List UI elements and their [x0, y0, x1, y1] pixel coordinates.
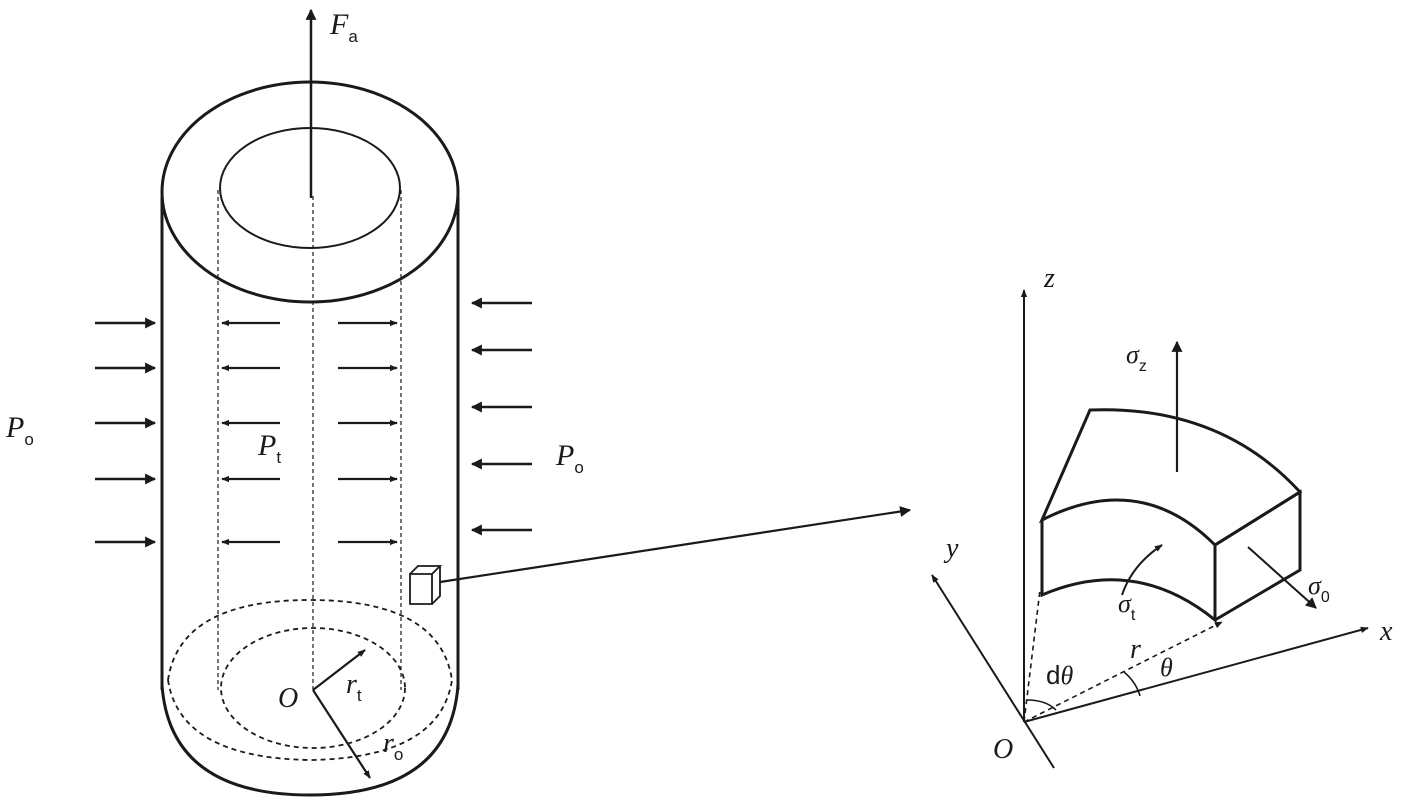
label-sigma-0: σ0 [1308, 571, 1330, 606]
element-block [1038, 408, 1303, 624]
radial-dashed-left [1023, 589, 1041, 723]
sigma-0-arrow [1247, 546, 1317, 609]
label-Pt: Pt [257, 429, 281, 467]
label-sigma-z: σz [1126, 340, 1147, 375]
element-cube [409, 565, 443, 605]
angle-dtheta-arc [1026, 699, 1057, 711]
inner-pressure-arrows-right [338, 319, 398, 546]
label-x: x [1379, 616, 1393, 647]
label-y: y [943, 533, 959, 564]
label-O-axes: O [993, 734, 1013, 765]
x-axis [1023, 626, 1369, 723]
label-sigma-t: σt [1118, 589, 1136, 624]
label-Po-right: Po [555, 439, 584, 477]
angle-theta-arc [1123, 671, 1141, 697]
label-z: z [1043, 263, 1055, 294]
label-rt: rt [346, 669, 362, 705]
sigma-t-arrow [1121, 544, 1163, 596]
inner-pressure-arrows-left [221, 319, 280, 546]
radius-rt-arrow [312, 649, 366, 691]
label-ro: ro [383, 728, 403, 764]
label-Po-left: Po [5, 411, 34, 449]
label-dtheta: dθ [1046, 660, 1073, 690]
zoom-arrow [439, 506, 912, 584]
tube-cylinder [160, 80, 460, 797]
outer-pressure-arrows-left [95, 317, 157, 548]
label-O-cylinder: O [278, 683, 298, 714]
bottom-outer-dashed [167, 599, 453, 681]
label-theta: θ [1160, 653, 1173, 682]
bottom-outer-arc [160, 684, 460, 797]
outer-pressure-arrows-right [470, 297, 532, 536]
y-axis [931, 574, 1055, 769]
label-Fa: Fa [329, 8, 358, 46]
label-r: r [1130, 634, 1141, 665]
bottom-outer-dashed-front [167, 679, 453, 761]
radius-ro-arrow [312, 689, 371, 779]
bottom-inner-dashed [220, 627, 406, 749]
radial-dashed-r [1023, 621, 1223, 723]
